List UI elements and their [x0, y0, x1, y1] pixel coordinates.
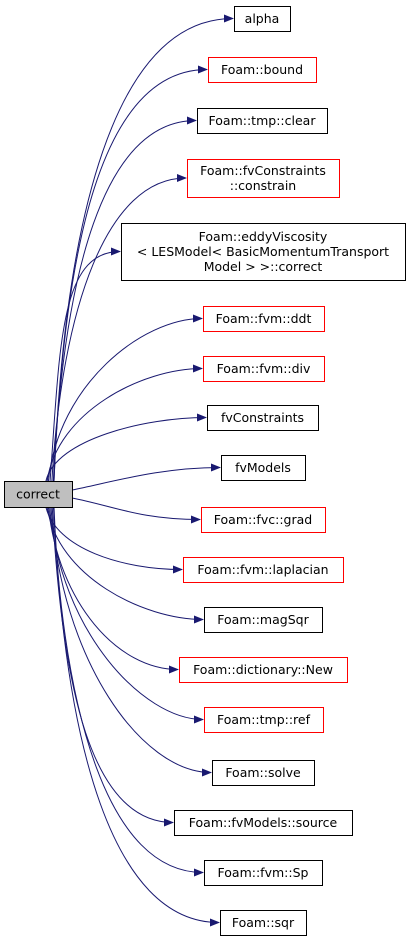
edge-correct-to-fvmodels: [71, 463, 221, 491]
node-foam-dictionary-new[interactable]: Foam::dictionary::New: [179, 657, 348, 683]
node-foam-fvconstraints-constrain-box: [187, 159, 340, 198]
source-node-correct[interactable]: correct: [4, 481, 73, 508]
node-foam-magsqr[interactable]: Foam::magSqr: [204, 607, 323, 633]
edge-correct-to-foam-magsqr: [46, 506, 204, 624]
node-fvmodels-label: fvModels: [235, 460, 291, 475]
edge-correct-to-foam-bound: [53, 65, 208, 482]
node-foam-fvc-grad[interactable]: Foam::fvc::grad: [201, 507, 326, 533]
node-foam-eddyviscosity-lesmodel-basicmomentumtransport-model-correct-box: [121, 223, 406, 281]
node-foam-fvm-sp[interactable]: Foam::fvm::Sp: [204, 860, 323, 886]
node-foam-fvm-div-box: [203, 356, 325, 382]
call-edges: [45, 14, 234, 927]
node-fvmodels-box: [221, 455, 306, 481]
edge-correct-to-foam-fvc-grad: [71, 497, 201, 524]
node-foam-tmp-ref-box: [204, 707, 324, 733]
edge-correct-to-foam-solve: [50, 506, 212, 777]
node-foam-fvconstraints-constrain-label: ::constrain: [230, 178, 296, 193]
edge-correct-to-fvconstraints: [45, 413, 207, 482]
node-fvmodels[interactable]: fvModels: [221, 455, 306, 481]
node-alpha-label: alpha: [245, 11, 280, 26]
node-fvconstraints-label: fvConstraints: [221, 410, 304, 425]
node-foam-sqr[interactable]: Foam::sqr: [220, 910, 307, 936]
call-nodes: correct alphaFoam::boundFoam::tmp::clearF…: [4, 6, 406, 936]
node-foam-fvmodels-source-box: [174, 810, 353, 836]
node-foam-fvm-laplacian-box: [183, 557, 344, 583]
node-foam-sqr-label: Foam::sqr: [232, 915, 295, 930]
node-foam-magsqr-box: [204, 607, 323, 633]
node-foam-dictionary-new-box: [179, 657, 348, 683]
node-foam-fvmodels-source-label: Foam::fvModels::source: [189, 815, 338, 830]
node-foam-tmp-clear[interactable]: Foam::tmp::clear: [197, 108, 328, 134]
node-foam-fvconstraints-constrain[interactable]: Foam::fvConstraints::constrain: [187, 159, 340, 198]
source-node-correct-label: correct: [16, 487, 60, 502]
edge-correct-to-foam-fvm-ddt: [47, 314, 203, 482]
node-foam-fvconstraints-constrain-label: Foam::fvConstraints: [200, 163, 326, 178]
node-foam-eddyviscosity-lesmodel-basicmomentumtransport-model-correct-label: Foam::eddyViscosity: [199, 229, 328, 244]
node-foam-bound-label: Foam::bound: [221, 62, 303, 77]
node-foam-fvm-sp-box: [204, 860, 323, 886]
edge-correct-to-foam-sqr: [53, 506, 220, 927]
node-foam-fvm-laplacian[interactable]: Foam::fvm::laplacian: [183, 557, 344, 583]
node-foam-bound[interactable]: Foam::bound: [208, 57, 317, 83]
edge-correct-to-foam-fvmodels-source: [51, 506, 174, 827]
node-foam-tmp-ref[interactable]: Foam::tmp::ref: [204, 707, 324, 733]
node-foam-tmp-clear-box: [197, 108, 328, 134]
node-foam-solve-box: [212, 760, 315, 786]
node-foam-fvc-grad-label: Foam::fvc::grad: [214, 512, 312, 527]
node-foam-bound-box: [208, 57, 317, 83]
source-node-correct-box: [4, 481, 73, 508]
edge-correct-to-foam-tmp-clear: [52, 116, 197, 482]
edge-correct-to-foam-tmp-ref: [49, 506, 204, 724]
node-foam-solve[interactable]: Foam::solve: [212, 760, 315, 786]
node-foam-fvm-sp-label: Foam::fvm::Sp: [218, 865, 309, 880]
node-foam-dictionary-new-label: Foam::dictionary::New: [193, 662, 333, 677]
node-foam-eddyviscosity-lesmodel-basicmomentumtransport-model-correct-label: Model > >::correct: [204, 259, 323, 274]
node-alpha[interactable]: alpha: [234, 6, 291, 32]
node-foam-fvm-div-label: Foam::fvm::div: [217, 361, 311, 376]
node-foam-fvm-div[interactable]: Foam::fvm::div: [203, 356, 325, 382]
node-fvconstraints[interactable]: fvConstraints: [207, 405, 319, 431]
node-foam-eddyviscosity-lesmodel-basicmomentumtransport-model-correct[interactable]: Foam::eddyViscosity< LESModel< BasicMome…: [121, 223, 406, 281]
node-foam-fvc-grad-box: [201, 507, 326, 533]
node-foam-sqr-box: [220, 910, 307, 936]
edge-correct-to-foam-fvm-div: [46, 364, 203, 482]
node-foam-fvmodels-source[interactable]: Foam::fvModels::source: [174, 810, 353, 836]
node-foam-fvm-ddt-label: Foam::fvm::ddt: [216, 311, 312, 326]
node-foam-magsqr-label: Foam::magSqr: [217, 612, 309, 627]
edge-correct-to-foam-fvconstraints-constrain: [51, 174, 187, 482]
node-alpha-box: [234, 6, 291, 32]
node-foam-fvm-ddt[interactable]: Foam::fvm::ddt: [203, 306, 325, 332]
node-foam-solve-label: Foam::solve: [225, 765, 301, 780]
node-fvconstraints-box: [207, 405, 319, 431]
edge-correct-to-foam-eddyviscosity-lesmodel-basicmomentumtransport-model-correct: [49, 247, 121, 482]
edge-correct-to-foam-fvm-laplacian: [45, 506, 183, 574]
node-foam-tmp-ref-label: Foam::tmp::ref: [217, 712, 311, 727]
node-foam-fvm-ddt-box: [203, 306, 325, 332]
node-foam-eddyviscosity-lesmodel-basicmomentumtransport-model-correct-label: < LESModel< BasicMomentumTransport: [137, 244, 389, 259]
node-foam-fvm-laplacian-label: Foam::fvm::laplacian: [197, 562, 328, 577]
node-foam-tmp-clear-label: Foam::tmp::clear: [209, 113, 317, 128]
